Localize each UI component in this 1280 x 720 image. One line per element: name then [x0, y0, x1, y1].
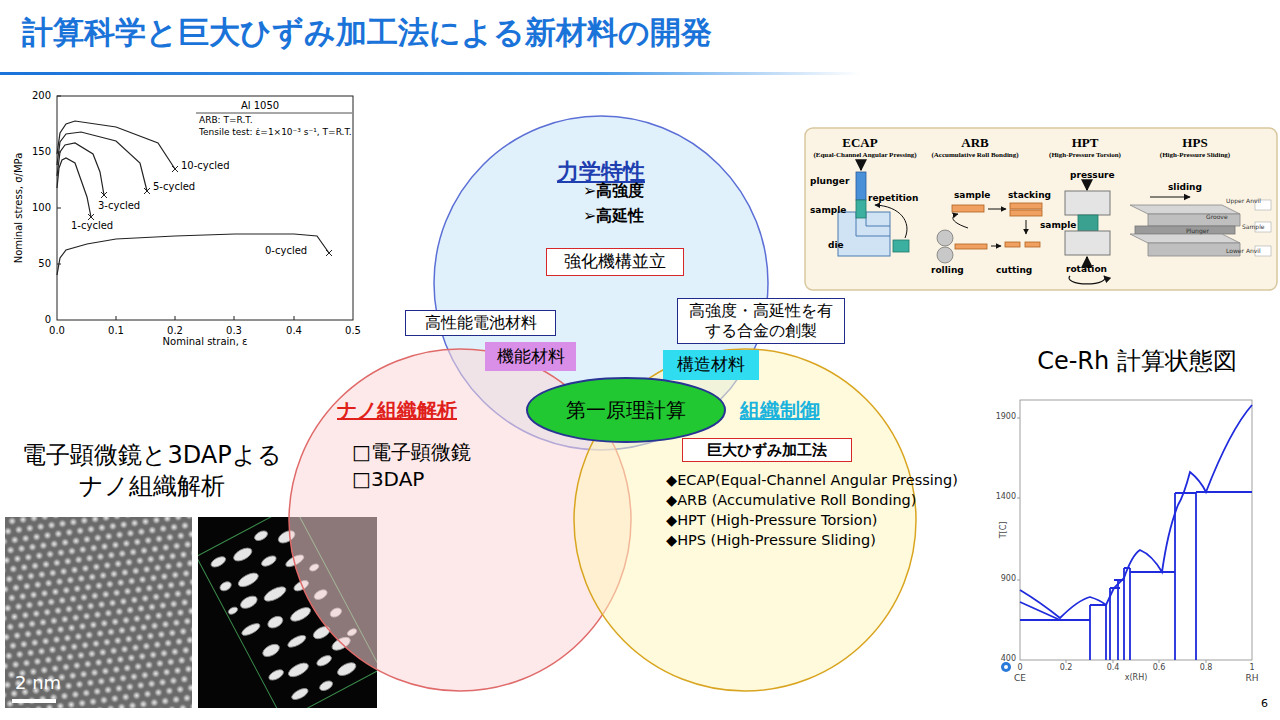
part-name: sample — [810, 205, 846, 215]
circle-item: ◆HPS (High-Pressure Sliding) — [666, 532, 876, 549]
highlight-box: 強化機構並立 — [546, 248, 684, 276]
axis-tick: 900 — [1001, 574, 1016, 583]
axis-title: Nominal strain, ε — [163, 336, 248, 348]
circle-item: ◆ECAP(Equal-Channel Angular Pressing) — [666, 472, 958, 489]
method-fullname: (Accumulative Roll Bonding) — [931, 151, 1018, 159]
spd-methods-figure — [805, 128, 1277, 290]
box-text: 高性能電池材料 — [425, 313, 537, 333]
tem-image — [5, 517, 192, 708]
outline-shape — [527, 378, 725, 442]
part-name: Lower Anvil — [1226, 248, 1261, 255]
part-name: plunger — [810, 176, 849, 186]
method-name: ARB — [961, 136, 988, 151]
box-text: 第一原理計算 — [566, 398, 686, 423]
axis-tick: 0.2 — [167, 325, 183, 337]
part-name: stacking — [1008, 190, 1051, 200]
chart-inset-note: Tensile test: ε̇=1×10⁻³ s⁻¹, T=R.T. — [199, 127, 352, 137]
part-name: Groove — [1206, 214, 1228, 221]
method-name: HPS — [1182, 136, 1207, 151]
axis-title: x(RH) — [1125, 673, 1148, 682]
category-tag: 機能材料 — [485, 342, 576, 371]
outline-shape — [574, 349, 916, 691]
core-ellipse: 第一原理計算 — [526, 377, 726, 443]
circle-heading: 組織制御 — [740, 398, 820, 422]
axis-title: Nominal stress, σ/MPa — [13, 153, 25, 264]
axis-tick: 0.8 — [1200, 663, 1213, 672]
part-name: cutting — [996, 265, 1032, 275]
curve-label: 1-cycled — [71, 220, 113, 232]
stress-strain-chart — [57, 96, 353, 320]
part-name: Sample — [1242, 224, 1265, 231]
part-name: pressure — [1070, 170, 1115, 180]
part-name: Plunger — [1186, 228, 1209, 235]
box-text: 強化機構並立 — [564, 251, 666, 272]
box-text: 巨大ひずみ加工法 — [707, 441, 827, 460]
axis-title: T[C] — [999, 522, 1008, 539]
method-fullname: (High-Pressure Torsion) — [1049, 151, 1121, 159]
axis-tick: 200 — [32, 90, 51, 102]
part-name: sliding — [1168, 182, 1202, 192]
method-fullname: (Equal-Channel Angular Pressing) — [813, 151, 916, 159]
panel-title: Ce-Rh 計算状態図 — [1037, 348, 1237, 376]
part-name: die — [828, 240, 844, 250]
axis-end-label: RH — [1245, 673, 1258, 683]
curve-label: 10-cycled — [181, 160, 230, 172]
axis-tick: 0.0 — [49, 325, 65, 337]
axis-tick: 150 — [32, 146, 51, 158]
axis-tick: 50 — [38, 258, 51, 270]
axis-tick: 0.6 — [1153, 663, 1166, 672]
axis-tick: 0.1 — [108, 325, 124, 337]
circle-item: ◆HPT (High-Pressure Torsion) — [666, 512, 878, 529]
axis-tick: 1900 — [996, 412, 1016, 421]
highlight-box: 巨大ひずみ加工法 — [682, 438, 852, 462]
curve-label: 5-cycled — [153, 181, 195, 193]
curve-label: 0-cycled — [265, 245, 307, 257]
axis-tick: 0 — [45, 314, 51, 326]
axis-tick: 0.2 — [1060, 663, 1073, 672]
slide-title: 計算科学と巨大ひずみ加工法による新材料の開発 — [22, 14, 712, 51]
chart-inset-title: Al 1050 — [241, 100, 279, 112]
part-name: rotation — [1066, 264, 1107, 274]
axis-tick: 400 — [1001, 654, 1016, 663]
scale-bar-label: 2 nm — [15, 673, 61, 694]
axis-tick: 100 — [32, 202, 51, 214]
axis-tick: 0.5 — [345, 325, 361, 337]
box-text: 高強度・高延性を有 する合金の創製 — [680, 301, 842, 341]
curve-label: 3-cycled — [98, 200, 140, 212]
category-tag: 構造材料 — [663, 350, 759, 380]
application-box: 高強度・高延性を有 する合金の創製 — [677, 298, 845, 344]
axis-end-label: CE — [1014, 673, 1026, 683]
part-name: rolling — [931, 265, 964, 275]
side-caption: 電子顕微鏡と3DAPよる ナノ組織解析 — [7, 440, 297, 502]
circle-item: □3DAP — [352, 467, 424, 491]
axis-tick: 0.3 — [226, 325, 242, 337]
axis-tick: 1400 — [996, 492, 1016, 501]
page-number: 6 — [1261, 698, 1268, 711]
part-name: Upper Anvil — [1226, 198, 1261, 205]
method-fullname: (High-Pressure Sliding) — [1160, 151, 1230, 159]
chart-inset-note: ARB: T=R.T. — [199, 115, 253, 125]
axis-tick: 0.4 — [1107, 663, 1120, 672]
application-box: 高性能電池材料 — [405, 310, 556, 336]
axis-tick: 0 — [1017, 663, 1022, 672]
circle-item: ➢高延性 — [583, 206, 644, 225]
part-name: sample — [954, 190, 990, 200]
axis-tick: 0.4 — [286, 325, 302, 337]
box-text: 構造材料 — [677, 354, 745, 375]
circle-item: □電子顕微鏡 — [352, 440, 471, 464]
circle-heading: ナノ組織解析 — [337, 398, 457, 422]
method-name: ECAP — [842, 136, 877, 151]
box-text: 機能材料 — [497, 346, 565, 367]
circle-item: ◆ARB (Accumulative Roll Bonding) — [666, 492, 916, 509]
method-name: HPT — [1072, 136, 1099, 151]
phase-diagram — [1001, 400, 1252, 672]
part-name: sample — [1040, 220, 1076, 230]
circle-item: ➢高強度 — [583, 181, 644, 200]
title-underline — [0, 72, 860, 75]
axis-tick: 1 — [1249, 663, 1254, 672]
part-name: repetition — [868, 193, 918, 203]
